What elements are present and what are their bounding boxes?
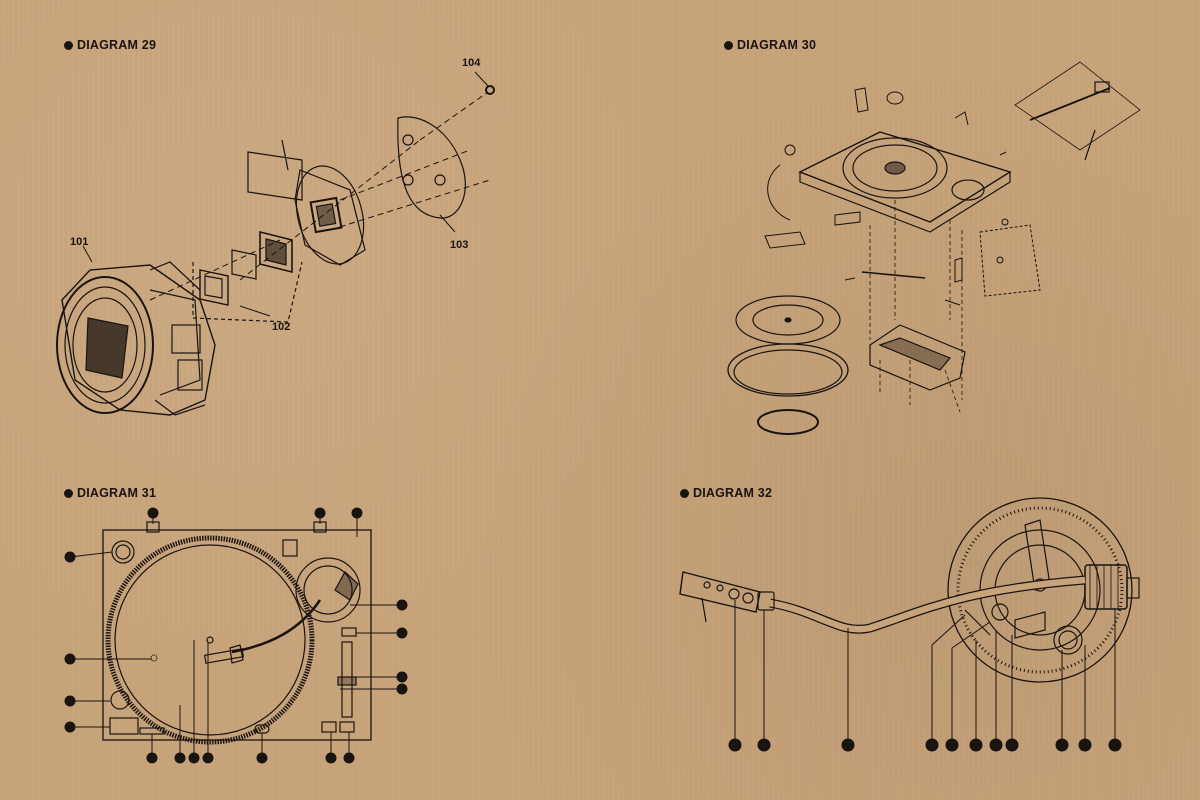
assembly-lines	[869, 200, 963, 413]
diagram-30-title: DIAGRAM 30	[737, 38, 817, 52]
platter-top	[105, 535, 315, 745]
lens-assembly	[56, 261, 216, 416]
diagram-32-tonearm	[679, 497, 1140, 752]
motor-board	[869, 324, 966, 391]
diagram-32-heading: DIAGRAM 32	[680, 486, 772, 500]
callout-104: 104	[462, 57, 481, 69]
diagram-31-title: DIAGRAM 31	[77, 486, 157, 500]
bullet-icon	[64, 488, 73, 498]
diagram-29-heading: DIAGRAM 29	[64, 38, 156, 52]
callout-101: 101	[70, 236, 88, 248]
deck-plinth	[798, 131, 1012, 233]
small-parts	[764, 87, 1041, 306]
diagram-29-title: DIAGRAM 29	[77, 38, 157, 52]
pitch-slider	[337, 627, 357, 718]
filter-plates	[192, 230, 303, 323]
start-stop-button	[109, 717, 139, 735]
counterweight	[1084, 564, 1140, 610]
small-ring-part	[485, 85, 495, 95]
pitch-button	[321, 721, 337, 733]
arm-tube	[769, 575, 1086, 634]
antiskate-parts	[964, 609, 1046, 639]
adapter-slot	[282, 539, 298, 557]
platter	[727, 295, 849, 435]
callout-markers	[64, 507, 408, 764]
callout-103: 103	[450, 239, 468, 251]
diagram-31-turntable-top	[64, 507, 408, 764]
callout-102: 102	[272, 321, 290, 333]
diagram-32-title: DIAGRAM 32	[693, 486, 773, 500]
diagram-31-heading: DIAGRAM 31	[64, 486, 156, 500]
bullet-icon	[680, 488, 689, 498]
power-knob	[110, 690, 130, 710]
bullet-icon	[64, 40, 73, 50]
headshell	[679, 571, 775, 623]
callout-markers	[728, 600, 1122, 752]
diagram-30-heading: DIAGRAM 30	[724, 38, 816, 52]
tonearm-part	[1014, 61, 1141, 161]
diagram-30-turntable-exploded	[727, 61, 1141, 435]
reset-button	[339, 721, 355, 733]
round-plate	[397, 116, 466, 219]
assembly-lines	[149, 91, 491, 301]
bullet-icon	[724, 40, 733, 50]
tonearm-base	[203, 557, 361, 664]
target-light	[111, 540, 135, 564]
diagram-29-camera-lens: 101 102 103 104	[56, 57, 495, 416]
